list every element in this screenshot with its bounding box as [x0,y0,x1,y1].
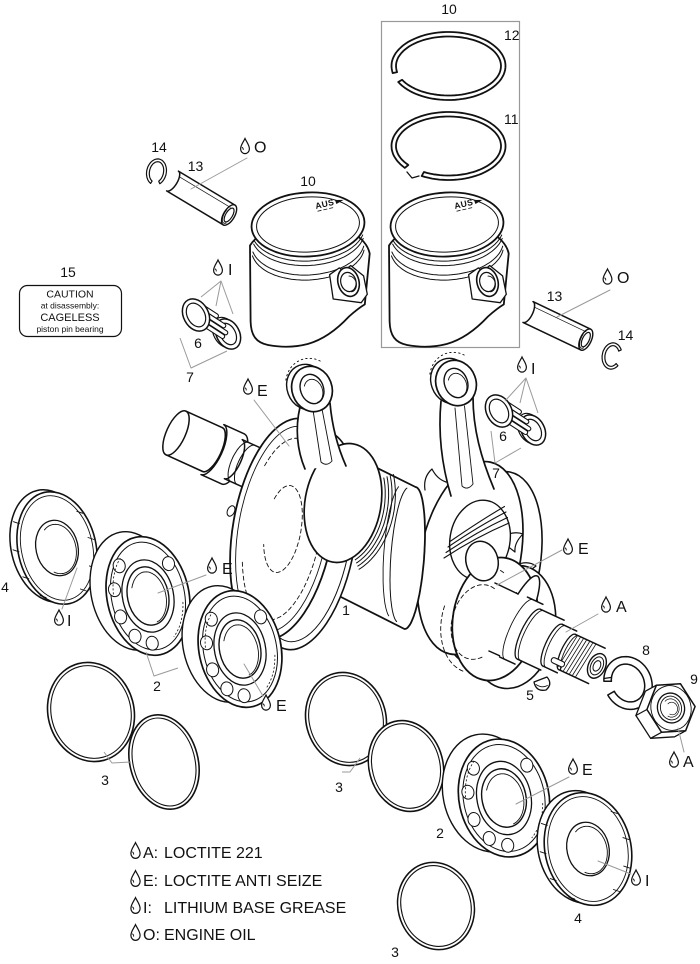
svg-text:13: 13 [188,158,204,174]
svg-text:O:: O: [143,927,160,944]
svg-text:13: 13 [547,288,563,304]
svg-text:6: 6 [194,335,202,351]
svg-text:8: 8 [642,642,650,658]
svg-text:A: A [683,754,694,771]
svg-text:4: 4 [1,579,9,595]
svg-text:E: E [276,698,287,715]
svg-text:I: I [531,361,535,378]
svg-text:piston pin bearing: piston pin bearing [36,324,103,334]
svg-text:A:: A: [143,845,158,862]
svg-text:3: 3 [335,779,343,795]
svg-text:2: 2 [436,825,444,841]
svg-text:15: 15 [60,264,76,280]
svg-text:E: E [257,383,268,400]
svg-text:ENGINE OIL: ENGINE OIL [164,927,256,944]
svg-text:LITHIUM BASE GREASE: LITHIUM BASE GREASE [164,900,346,917]
svg-text:7: 7 [186,369,194,385]
svg-text:A: A [616,599,627,616]
svg-text:3: 3 [391,944,399,960]
svg-text:12: 12 [504,27,520,43]
svg-text:2: 2 [153,678,161,694]
svg-text:14: 14 [618,327,634,343]
svg-text:1: 1 [342,602,350,618]
svg-text:I: I [645,873,649,890]
svg-text:E:: E: [143,873,158,890]
svg-text:10: 10 [441,1,457,17]
svg-text:3: 3 [101,772,109,788]
svg-text:4: 4 [574,910,582,926]
svg-text:LOCTITE 221: LOCTITE 221 [164,845,263,862]
svg-text:I:: I: [143,900,152,917]
svg-text:E: E [582,762,593,779]
svg-text:O: O [617,270,629,287]
svg-text:AUS: AUS [314,197,335,211]
svg-text:11: 11 [504,111,519,127]
svg-text:CAGELESS: CAGELESS [40,312,99,324]
svg-text:AUS: AUS [453,197,474,211]
svg-text:7: 7 [492,465,500,481]
svg-text:I: I [67,613,71,630]
svg-text:E: E [222,561,233,578]
svg-text:O: O [254,140,266,157]
svg-text:14: 14 [151,139,167,155]
svg-text:E: E [578,541,589,558]
svg-text:10: 10 [300,173,316,189]
svg-text:at disassembly:: at disassembly: [41,301,100,311]
svg-text:LOCTITE ANTI SEIZE: LOCTITE ANTI SEIZE [164,873,322,890]
svg-text:6: 6 [499,428,507,444]
svg-text:CAUTION: CAUTION [46,289,93,301]
svg-text:I: I [228,262,232,279]
svg-text:9: 9 [690,671,698,687]
svg-text:5: 5 [526,687,534,703]
